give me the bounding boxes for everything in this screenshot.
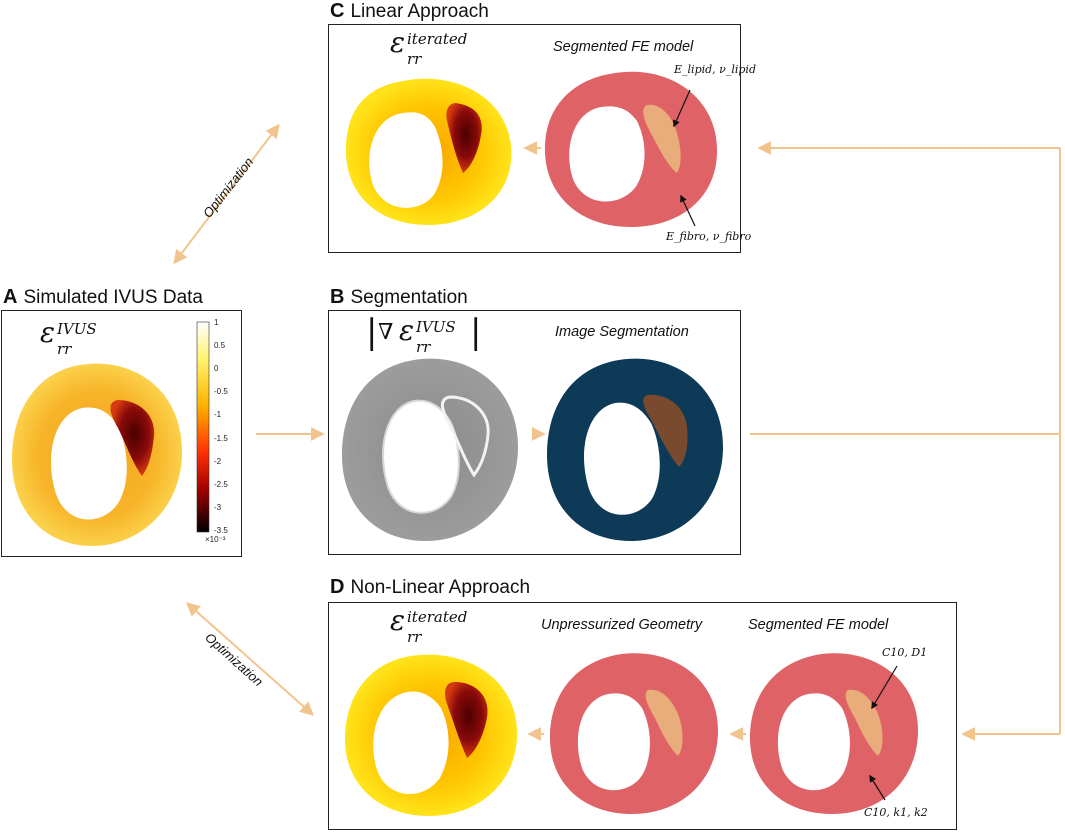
panel-d-unpressurized-label: Unpressurized Geometry <box>541 617 703 633</box>
colorbar-multiplier: ×10⁻³ <box>205 535 226 544</box>
panel-d-strain-map <box>345 654 518 816</box>
panel-d-eps-sup: iterated <box>407 608 468 626</box>
panel-c-eps-sub: rr <box>407 50 422 68</box>
colorbar-tick-label: -3.5 <box>214 525 228 535</box>
panel-b-title-text: Segmentation <box>350 287 468 308</box>
panel-a-eps-sub: rr <box>57 340 72 358</box>
panel-a-strain-map <box>12 363 182 546</box>
colorbar-tick-label: -3 <box>214 502 222 512</box>
colorbar-tick-label: 0.5 <box>214 341 226 351</box>
panel-c-title-text: Linear Approach <box>350 1 489 22</box>
colorbar <box>196 321 210 533</box>
colorbar-tick-label: 0 <box>214 364 219 374</box>
panel-d-title-text: Non-Linear Approach <box>350 577 531 598</box>
panel-b-grad-sup: IVUS <box>416 318 456 336</box>
panel-a-title-text: Simulated IVUS Data <box>23 287 203 308</box>
panel-d-model-label: Segmented FE model <box>748 617 889 633</box>
panel-b-gradient-symbol: | ∇ ε IVUS rr | <box>366 312 482 356</box>
panel-c-fibro-param: E_fibro, ν_fibro <box>666 230 752 243</box>
panel-c-letter: C <box>330 0 345 22</box>
panel-c-strain-symbol: ε iterated rr <box>390 26 468 68</box>
panel-b-gradient-map <box>342 358 518 541</box>
colorbar-tick-label: -0.5 <box>214 387 228 397</box>
panel-c-strain-map <box>345 78 512 225</box>
panel-d-lipid-param: C10, D1 <box>882 646 928 659</box>
panel-d-letter: D <box>330 576 345 598</box>
panel-d-fibro-param: C10, k1, k2 <box>864 806 928 819</box>
colorbar-tick-label: 1 <box>214 318 219 327</box>
colorbar-tick-label: -2.5 <box>214 479 228 489</box>
panel-a-strain-symbol: ε IVUS rr <box>40 316 97 358</box>
panel-c-model-label: Segmented FE model <box>553 39 694 55</box>
panel-c-fe-model <box>544 71 718 227</box>
panel-c-eps-sup: iterated <box>407 30 468 48</box>
panel-d-strain-symbol: ε iterated rr <box>390 604 468 646</box>
colorbar-tick-label: -1.5 <box>214 433 228 443</box>
colorbar-tick-label: -2 <box>214 456 222 466</box>
panel-b-grad-sub: rr <box>416 338 431 356</box>
panel-b-image-label: Image Segmentation <box>555 324 689 340</box>
panel-a-letter: A <box>3 286 18 308</box>
panel-c-lipid-param: E_lipid, ν_lipid <box>674 63 756 76</box>
panel-b-letter: B <box>330 286 345 308</box>
panel-b-segmented-image <box>547 358 723 541</box>
panel-a-eps-sup: IVUS <box>57 320 97 338</box>
panel-d-eps-sub: rr <box>407 628 422 646</box>
colorbar-tick-label: -1 <box>214 410 222 420</box>
panel-d-unpressurized-geometry <box>550 653 718 814</box>
